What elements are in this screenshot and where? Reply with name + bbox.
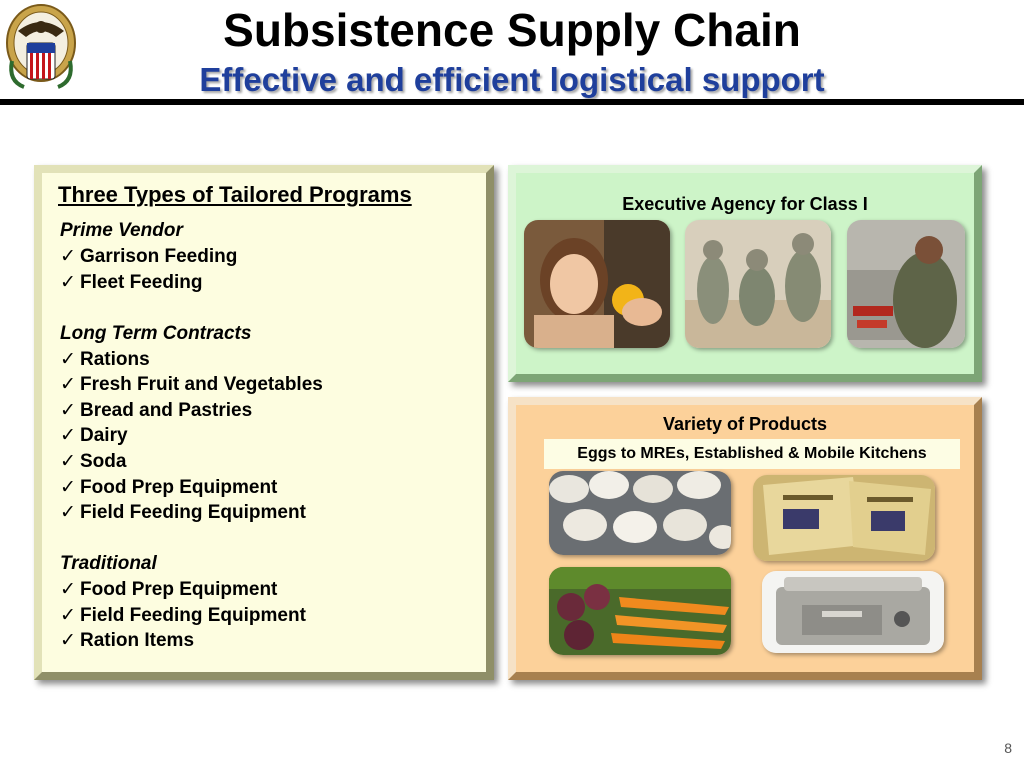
- variety-of-products-panel: Variety of Products Eggs to MREs, Establ…: [508, 397, 982, 680]
- list-item: ✓Rations: [60, 349, 150, 370]
- variety-subheading: Eggs to MREs, Established & Mobile Kitch…: [544, 439, 960, 469]
- list-item: ✓Food Prep Equipment: [60, 477, 278, 498]
- slide-title: Subsistence Supply Chain: [223, 4, 801, 56]
- executive-agency-heading: Executive Agency for Class I: [622, 194, 868, 214]
- checkmark-icon: ✓: [60, 400, 76, 421]
- checkmark-icon: ✓: [60, 579, 76, 600]
- variety-heading: Variety of Products: [662, 414, 828, 434]
- slide-subtitle: Effective and efficient logistical suppo…: [199, 61, 825, 98]
- programs-panel: Three Types of Tailored Programs Prime V…: [34, 165, 494, 680]
- list-item: ✓Field Feeding Equipment: [60, 605, 306, 626]
- programs-heading: Three Types of Tailored Programs: [58, 182, 412, 207]
- checkmark-icon: ✓: [60, 605, 76, 626]
- list-item: ✓Field Feeding Equipment: [60, 502, 306, 523]
- checkmark-icon: ✓: [60, 477, 76, 498]
- section-prime-vendor: Prime Vendor: [60, 220, 183, 241]
- soldiers-eating-photo: [685, 220, 831, 348]
- checkmark-icon: ✓: [60, 246, 76, 267]
- list-item: ✓Ration Items: [60, 630, 195, 651]
- section-traditional: Traditional: [60, 553, 157, 574]
- executive-agency-panel: Executive Agency for Class I: [508, 165, 982, 382]
- checkmark-icon: ✓: [60, 502, 76, 523]
- checkmark-icon: ✓: [60, 425, 76, 446]
- checkmark-icon: ✓: [60, 630, 76, 651]
- girl-with-fruit-photo: [524, 220, 670, 348]
- dla-seal-logo: [4, 3, 78, 93]
- vegetables-photo: [549, 567, 731, 655]
- list-item: ✓Fresh Fruit and Vegetables: [60, 374, 323, 395]
- soldier-cooking-photo: [847, 220, 965, 348]
- list-item: ✓Fleet Feeding: [60, 272, 203, 293]
- list-item: ✓Dairy: [60, 425, 128, 446]
- header-divider: [0, 99, 1024, 105]
- mre-rations-photo: [753, 475, 935, 561]
- mobile-kitchen-equipment-photo: [762, 571, 944, 653]
- list-item: ✓Soda: [60, 451, 127, 472]
- list-item: ✓Bread and Pastries: [60, 400, 253, 421]
- checkmark-icon: ✓: [60, 272, 76, 293]
- list-item: ✓Food Prep Equipment: [60, 579, 278, 600]
- eggs-photo: [549, 471, 731, 555]
- checkmark-icon: ✓: [60, 349, 76, 370]
- checkmark-icon: ✓: [60, 374, 76, 395]
- list-item: ✓Garrison Feeding: [60, 246, 238, 267]
- checkmark-icon: ✓: [60, 451, 76, 472]
- section-long-term-contracts: Long Term Contracts: [60, 323, 252, 344]
- page-number: 8: [1004, 740, 1012, 756]
